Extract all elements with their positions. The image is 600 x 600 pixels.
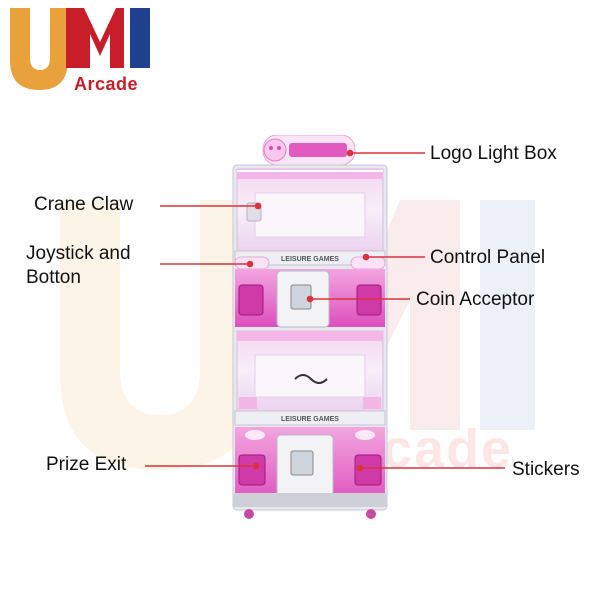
label-stickers: Stickers xyxy=(512,459,580,480)
label-logo-light-box: Logo Light Box xyxy=(430,143,557,164)
label-joystick-line2: Botton xyxy=(26,267,81,288)
label-control-panel: Control Panel xyxy=(430,247,546,268)
label-prize-exit: Prize Exit xyxy=(46,454,127,475)
logo-m-glyph xyxy=(66,8,150,68)
logo-arcade-text: Arcade xyxy=(74,74,139,94)
panel-text-top: LEISURE GAMES xyxy=(281,256,339,263)
label-joystick-line1: Joystick and xyxy=(26,243,131,264)
label-crane-claw: Crane Claw xyxy=(34,194,134,215)
control-panel-top: LEISURE GAMES xyxy=(234,250,386,270)
prize-exit-section xyxy=(233,427,387,507)
label-coin-acceptor: Coin Acceptor xyxy=(416,289,535,310)
crane-claw-cabinet-bottom xyxy=(236,330,384,412)
crane-claw-cabinet-top xyxy=(236,168,384,252)
control-panel-bottom: LEISURE GAMES xyxy=(234,410,386,426)
logo-u-glyph xyxy=(10,8,68,90)
coin-section-top xyxy=(235,269,385,328)
label-joystick-and-botton: Joystick and Botton xyxy=(26,242,166,290)
umi-arcade-logo: Arcade xyxy=(8,8,158,98)
claw-machine: LEISURE GAMES LEISURE GAMES xyxy=(232,135,388,519)
panel-text-bottom: LEISURE GAMES xyxy=(281,416,339,423)
logo-light-box xyxy=(262,135,356,166)
